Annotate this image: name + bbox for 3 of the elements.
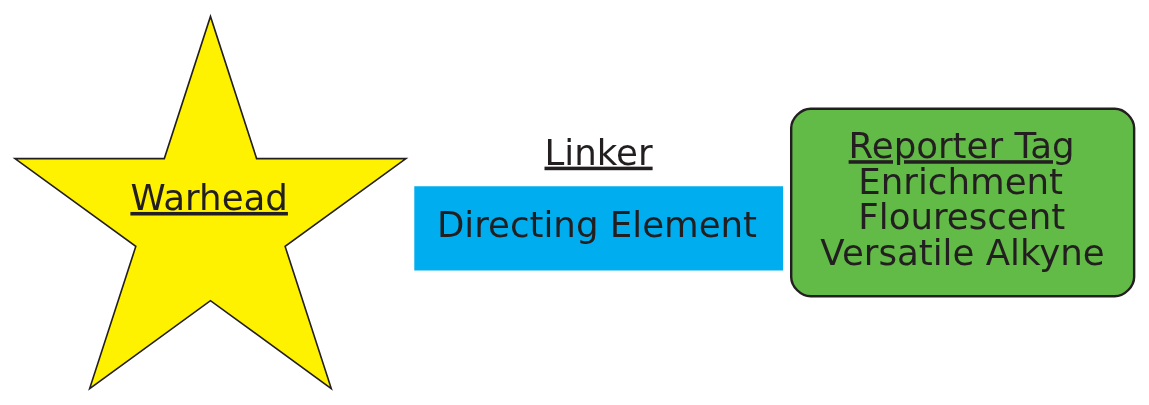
node-box: Reporter Tag Enrichment Flourescent Versatile Alkyne — [790, 107, 1136, 298]
node-box: Directing Element — [414, 186, 784, 271]
node-label: Linker — [544, 131, 653, 173]
